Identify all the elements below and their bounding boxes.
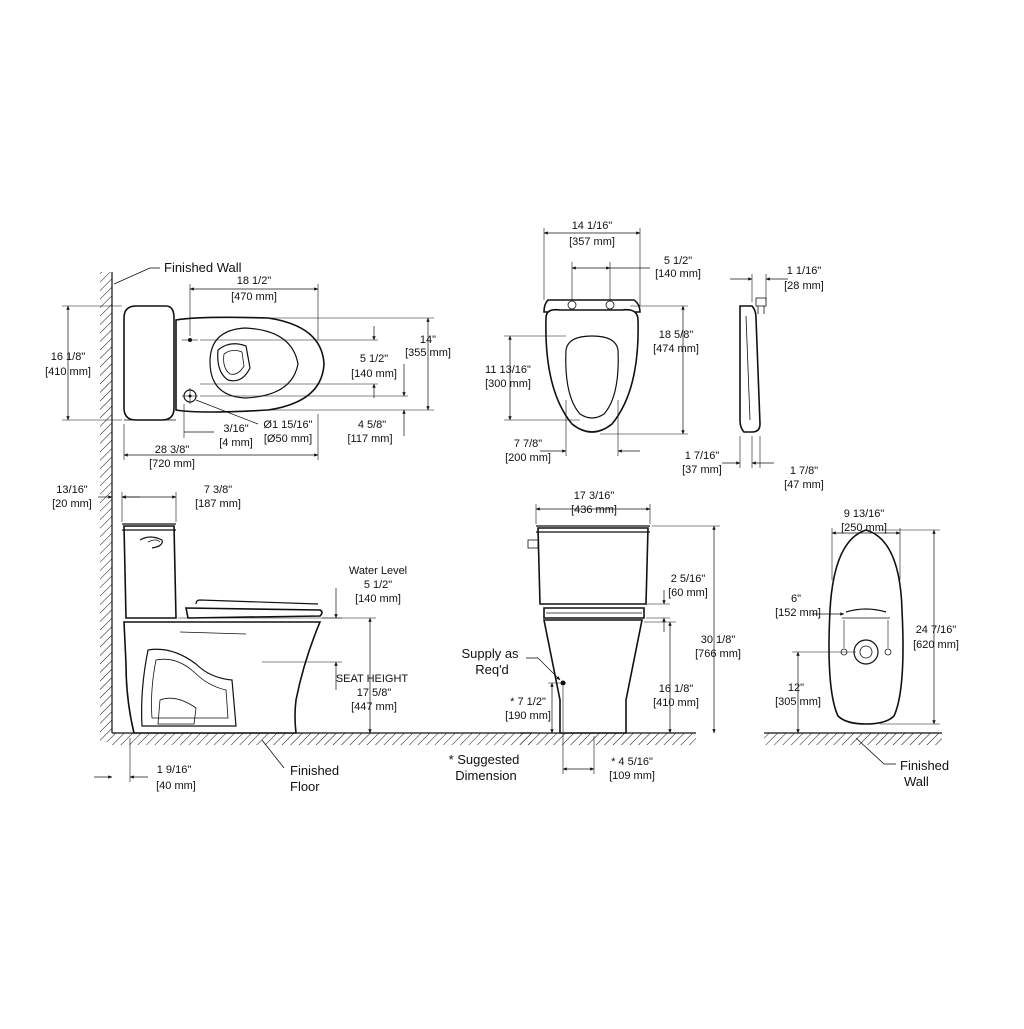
dim-top-3-16: 3/16" <box>223 423 248 435</box>
front-elevation-view <box>527 525 650 734</box>
top-plan-dimensions: 18 1/2" [470 mm] 16 1/8" [410 mm] 14" [3… <box>45 260 451 470</box>
dim-top-355: [355 mm] <box>405 347 451 359</box>
dim-front-30-1-8: 30 1/8" <box>701 634 736 646</box>
dim-front-17-3-16: 17 3/16" <box>574 490 615 502</box>
label-suggested-line2: Dimension <box>455 768 516 783</box>
dim-front-410: [410 mm] <box>653 697 699 709</box>
dim-side-447: [447 mm] <box>351 701 397 713</box>
dim-top-4-5-8: 4 5/8" <box>358 419 386 431</box>
dim-front-7-1-2: * 7 1/2" <box>510 696 546 708</box>
dim-seat-18-5-8: 18 5/8" <box>659 329 694 341</box>
side-elevation-view <box>122 523 323 734</box>
dim-seat-140: [140 mm] <box>655 268 701 280</box>
dim-side-187: [187 mm] <box>195 498 241 510</box>
dim-top-410: [410 mm] <box>45 366 91 378</box>
label-finished-wall-top: Finished Wall <box>164 260 242 275</box>
dim-side-5-1-2: 5 1/2" <box>364 579 392 591</box>
dim-hinge-1-1-16: 1 1/16" <box>787 265 822 277</box>
dim-seat-474: [474 mm] <box>653 343 699 355</box>
dim-front-4-5-16: * 4 5/16" <box>611 756 653 768</box>
dim-rough-9-13-16: 9 13/16" <box>844 508 885 520</box>
label-finished-wall-br-line2: Wall <box>904 774 929 789</box>
dim-seat-11-13-16: 11 13/16" <box>485 364 531 376</box>
dim-hinge-47: [47 mm] <box>784 479 824 491</box>
label-supply-line2: Req'd <box>475 662 509 677</box>
dim-hinge-1-7-8: 1 7/8" <box>790 465 818 477</box>
dim-seat-5-1-2: 5 1/2" <box>664 255 692 267</box>
dim-top-5-1-2: 5 1/2" <box>360 353 388 365</box>
dim-side-13-16: 13/16" <box>56 484 88 496</box>
dim-rough-620: [620 mm] <box>913 639 959 651</box>
dim-seat-7-7-8: 7 7/8" <box>514 438 542 450</box>
dim-front-190: [190 mm] <box>505 710 551 722</box>
label-finished-wall-br-line1: Finished <box>900 758 949 773</box>
top-plan-view <box>123 305 325 421</box>
dim-top-4mm: [4 mm] <box>219 437 253 449</box>
dim-front-16-1-8: 16 1/8" <box>659 683 694 695</box>
dim-top-14: 14" <box>420 334 436 346</box>
dim-rough-250: [250 mm] <box>841 522 887 534</box>
dim-hinge-37: [37 mm] <box>682 464 722 476</box>
rough-in-footprint-view <box>828 529 904 725</box>
dim-front-109: [109 mm] <box>609 770 655 782</box>
dim-seat-300: [300 mm] <box>485 378 531 390</box>
seat-plan-dimensions: 14 1/16" [357 mm] 5 1/2" [140 mm] 18 5/8… <box>485 220 701 464</box>
label-finished-floor-line1: Finished <box>290 763 339 778</box>
dim-hinge-1-7-16: 1 7/16" <box>685 450 720 462</box>
dim-top-diameter: Ø1 15/16" <box>263 419 312 431</box>
seat-side-dimensions: 1 1/16" [28 mm] 1 7/16" [37 mm] 1 7/8" [… <box>682 265 824 491</box>
dim-seat-14-1-16: 14 1/16" <box>572 220 613 232</box>
dim-top-140: [140 mm] <box>351 368 397 380</box>
dim-seat-200: [200 mm] <box>505 452 551 464</box>
dim-rough-12: 12" <box>788 682 804 694</box>
floor-rough-in <box>764 732 942 745</box>
dim-hinge-28: [28 mm] <box>784 280 824 292</box>
dim-side-7-3-8: 7 3/8" <box>204 484 232 496</box>
label-finished-floor-line2: Floor <box>290 779 320 794</box>
dim-front-436: [436 mm] <box>571 504 617 516</box>
front-elevation-dimensions: 17 3/16" [436 mm] 2 5/16" [60 mm] 30 1/8… <box>449 490 741 783</box>
dim-side-1-9-16: 1 9/16" <box>157 764 192 776</box>
label-water-level: Water Level <box>349 565 407 577</box>
dim-rough-24-7-16: 24 7/16" <box>916 624 957 636</box>
label-seat-height: SEAT HEIGHT <box>336 673 409 685</box>
dim-side-40: [40 mm] <box>156 780 196 792</box>
dim-rough-6: 6" <box>791 593 801 605</box>
dim-top-16-1-8: 16 1/8" <box>51 351 86 363</box>
dim-seat-357: [357 mm] <box>569 236 615 248</box>
dim-top-18-1-2: 18 1/2" <box>237 275 272 287</box>
seat-side-view <box>739 297 767 433</box>
dim-top-117: [117 mm] <box>347 433 392 445</box>
dim-top-28-3-8: 28 3/8" <box>155 444 190 456</box>
dim-rough-152: [152 mm] <box>775 607 821 619</box>
dim-front-766: [766 mm] <box>695 648 741 660</box>
rough-in-dimensions: 9 13/16" [250 mm] 6" [152 mm] 24 7/16" [… <box>775 508 959 789</box>
dim-rough-305: [305 mm] <box>775 696 821 708</box>
floor-front <box>520 732 696 745</box>
seat-plan-view <box>543 299 641 433</box>
dim-side-140: [140 mm] <box>355 593 401 605</box>
side-elevation-dimensions: 13/16" [20 mm] 7 3/8" [187 mm] Water Lev… <box>52 484 408 794</box>
dim-top-diameter-mm: [Ø50 mm] <box>264 433 312 445</box>
dim-front-60: [60 mm] <box>668 587 708 599</box>
dim-front-2-5-16: 2 5/16" <box>671 573 706 585</box>
dim-side-20: [20 mm] <box>52 498 92 510</box>
dim-side-17-5-8: 17 5/8" <box>357 687 392 699</box>
dim-top-470: [470 mm] <box>231 291 277 303</box>
dim-top-720: [720 mm] <box>149 458 195 470</box>
label-supply-line1: Supply as <box>461 646 519 661</box>
label-suggested-line1: * Suggested <box>449 752 520 767</box>
